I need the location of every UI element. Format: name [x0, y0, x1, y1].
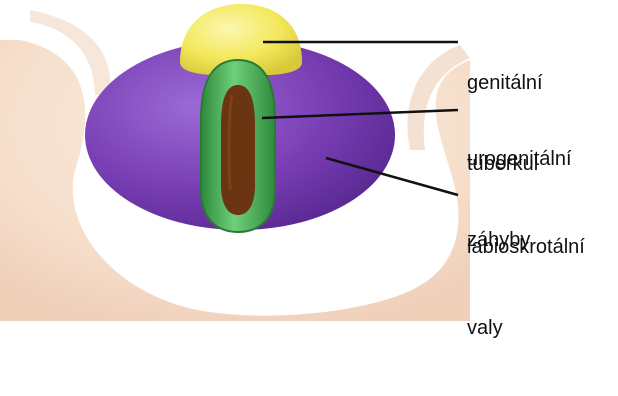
label-labioscrotal-swellings-line1: labioskrotální — [467, 234, 585, 261]
urogenital-groove — [221, 85, 255, 215]
diagram: genitální tuberkul urogenitální záhyby l… — [0, 0, 618, 321]
label-labioscrotal-swellings-line2: valy — [467, 315, 585, 342]
label-urogenital-folds-line1: urogenitální — [467, 146, 572, 173]
label-labioscrotal-swellings: labioskrotální valy — [467, 180, 585, 396]
